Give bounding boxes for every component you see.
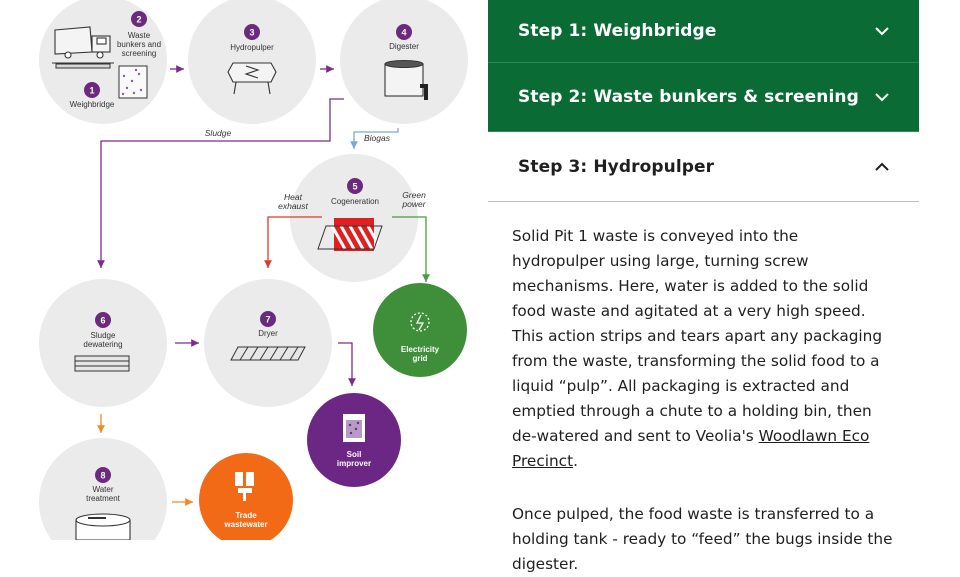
svg-text:3: 3 xyxy=(249,28,254,38)
accordion-panel-step-3: Solid Pit 1 waste is conveyed into the h… xyxy=(488,202,919,577)
sludge-flow-line xyxy=(97,98,344,268)
step-badge-1: 1 xyxy=(84,82,100,98)
biogas-label: Biogas xyxy=(364,133,391,143)
svg-text:1: 1 xyxy=(89,86,94,96)
step-circle-8 xyxy=(39,438,167,540)
biogas-flow-line xyxy=(350,128,399,149)
accordion-header-step-2[interactable]: Step 2: Waste bunkers & screening xyxy=(488,63,919,132)
accordion-title: Step 1: Weighbridge xyxy=(518,21,717,41)
waste-bunker-icon xyxy=(118,65,148,99)
cogeneration-engine-icon xyxy=(317,218,383,251)
heat-exhaust-line xyxy=(264,216,322,268)
chevron-down-icon xyxy=(875,27,889,36)
green-power-line xyxy=(392,216,430,282)
step-badge-8: 8 xyxy=(95,467,111,483)
paragraph-text: Solid Pit 1 waste is conveyed into the h… xyxy=(512,227,883,445)
step-badge-4: 4 xyxy=(396,24,412,40)
dewatering-press-icon xyxy=(74,355,130,372)
steps-accordion: Step 1: Weighbridge Step 2: Waste bunker… xyxy=(488,0,919,573)
chevron-up-icon xyxy=(875,162,889,171)
step-badge-7: 7 xyxy=(260,311,276,327)
soil-bag-icon xyxy=(343,414,365,442)
step-circle-3 xyxy=(188,0,316,124)
step-badge-5: 5 xyxy=(347,178,363,194)
lightning-grid-icon xyxy=(410,312,430,332)
svg-text:2: 2 xyxy=(136,15,141,25)
svg-text:8: 8 xyxy=(100,471,105,481)
step-badge-6: 6 xyxy=(95,312,111,328)
step-label-5: Cogeneration xyxy=(331,197,379,206)
chevron-down-icon xyxy=(875,93,889,102)
accordion-header-step-3[interactable]: Step 3: Hydropulper xyxy=(488,132,919,202)
digester-tank-icon xyxy=(384,60,428,100)
step-label-4: Digester xyxy=(389,42,419,51)
hydropulper-icon xyxy=(227,62,277,95)
step-badge-2: 2 xyxy=(131,11,147,27)
svg-text:7: 7 xyxy=(265,315,270,325)
panel-paragraph-1: Solid Pit 1 waste is conveyed into the h… xyxy=(512,224,895,474)
step-label-3: Hydropulper xyxy=(230,43,274,52)
wastewater-tanks-icon xyxy=(235,472,254,501)
step-badge-3: 3 xyxy=(244,24,260,40)
water-tank-icon xyxy=(75,513,131,540)
svg-text:5: 5 xyxy=(352,182,357,192)
sludge-label: Sludge xyxy=(205,128,232,138)
step-label-1: Weighbridge xyxy=(70,100,115,109)
woodlawn-eco-precinct-link[interactable]: Woodlawn Eco Precinct xyxy=(512,427,870,470)
svg-text:4: 4 xyxy=(401,28,406,38)
step-circle-6 xyxy=(39,279,167,407)
weighbridge-scale-icon xyxy=(52,62,114,69)
accordion-header-step-1[interactable]: Step 1: Weighbridge xyxy=(488,0,919,63)
paragraph-end: . xyxy=(573,452,578,470)
accordion-title: Step 3: Hydropulper xyxy=(518,156,715,177)
dryer-belt-icon xyxy=(230,346,306,361)
step-label-7: Dryer xyxy=(258,329,278,338)
accordion-title: Step 2: Waste bunkers & screening xyxy=(518,87,859,107)
flow-arrow-7-soil xyxy=(338,342,356,386)
svg-text:6: 6 xyxy=(100,316,105,326)
step-circle-7 xyxy=(204,279,332,407)
garbage-truck-icon xyxy=(54,26,111,59)
electricity-grid-circle xyxy=(373,283,467,377)
